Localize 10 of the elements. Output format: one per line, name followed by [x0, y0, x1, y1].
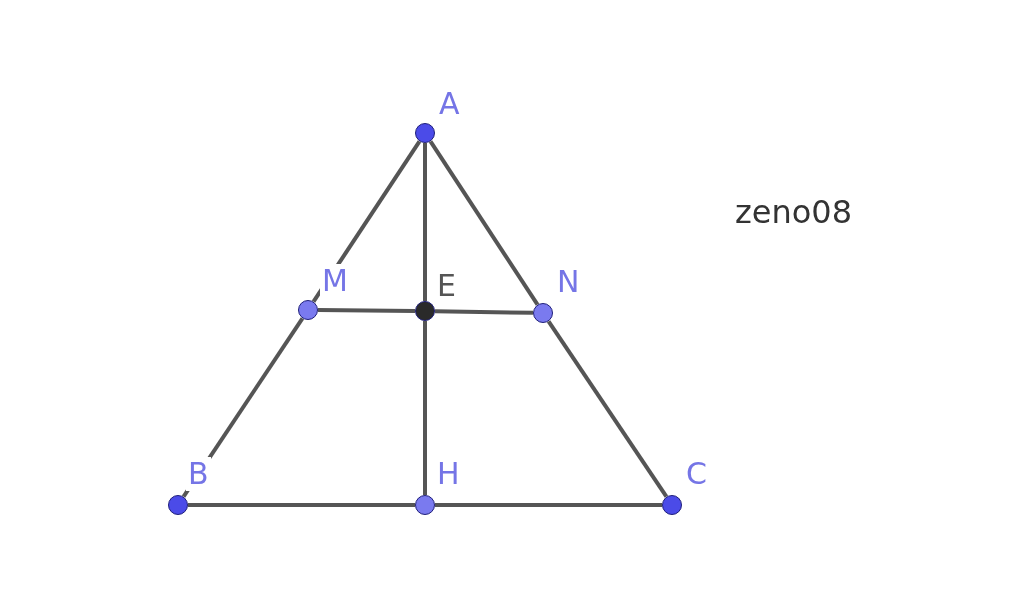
line-segment [434, 309, 534, 315]
author-note: zeno08 [735, 193, 853, 231]
line-segment [435, 503, 662, 507]
line-segment [546, 320, 669, 498]
line-segment [428, 140, 540, 306]
point-label: B [186, 457, 211, 491]
line-segment [423, 143, 427, 301]
line-segment [423, 321, 427, 495]
line-segment [188, 503, 415, 507]
line-segment [318, 308, 415, 313]
